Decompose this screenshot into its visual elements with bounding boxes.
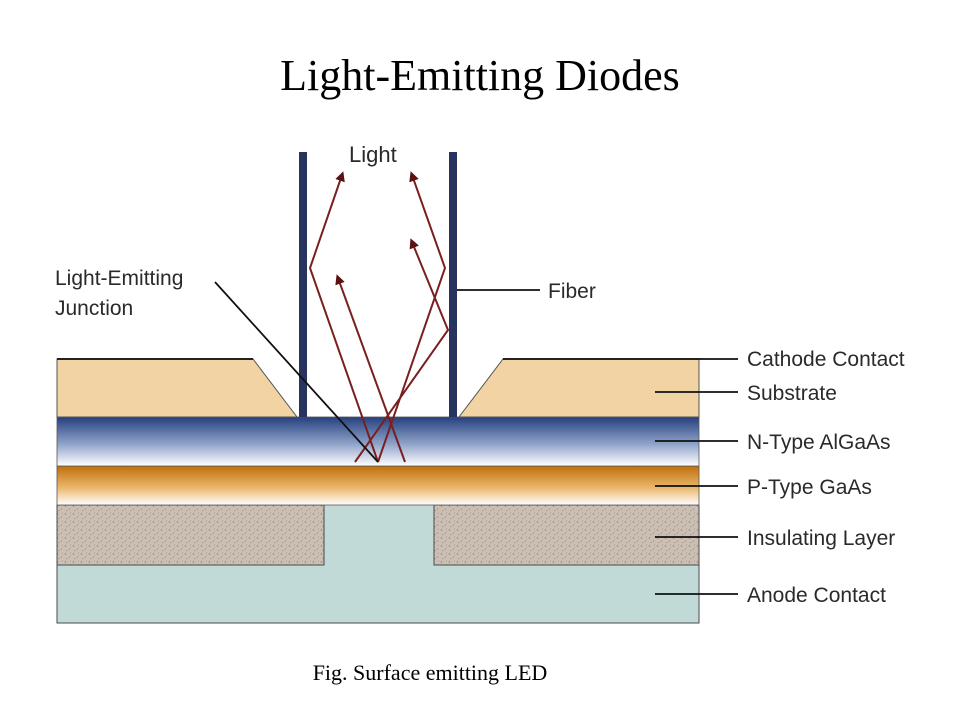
fiber-label: Fiber bbox=[548, 280, 596, 303]
light-ray-inner-left bbox=[335, 274, 406, 463]
ptype-label: P-Type GaAs bbox=[747, 476, 872, 499]
figure-caption: Fig. Surface emitting LED bbox=[312, 660, 548, 685]
anode-post bbox=[324, 505, 434, 567]
n-type-layer bbox=[56, 416, 700, 467]
light-ray-inner-right bbox=[354, 238, 450, 463]
anode-contact-layer bbox=[56, 564, 700, 624]
junction-label-line1: Light-Emitting bbox=[55, 267, 183, 290]
light-rays bbox=[308, 171, 450, 463]
light-ray-outer-left bbox=[308, 171, 379, 463]
insulating-layer-right bbox=[433, 504, 700, 566]
fiber-wall-right bbox=[449, 152, 457, 417]
junction-label-line2: Junction bbox=[55, 297, 133, 320]
substrate-label: Substrate bbox=[747, 382, 837, 405]
slide-title: Light-Emitting Diodes bbox=[280, 51, 680, 100]
ntype-label: N-Type AlGaAs bbox=[747, 431, 891, 454]
leader-junction bbox=[214, 281, 379, 463]
anode-label: Anode Contact bbox=[747, 584, 886, 607]
insulating-label: Insulating Layer bbox=[747, 527, 895, 550]
leader-lines bbox=[214, 281, 738, 595]
cathode-label: Cathode Contact bbox=[747, 348, 905, 371]
light-label: Light bbox=[349, 142, 397, 167]
insulating-layer-left bbox=[56, 504, 325, 566]
p-type-layer bbox=[56, 465, 700, 506]
fiber-wall-left bbox=[299, 152, 307, 417]
